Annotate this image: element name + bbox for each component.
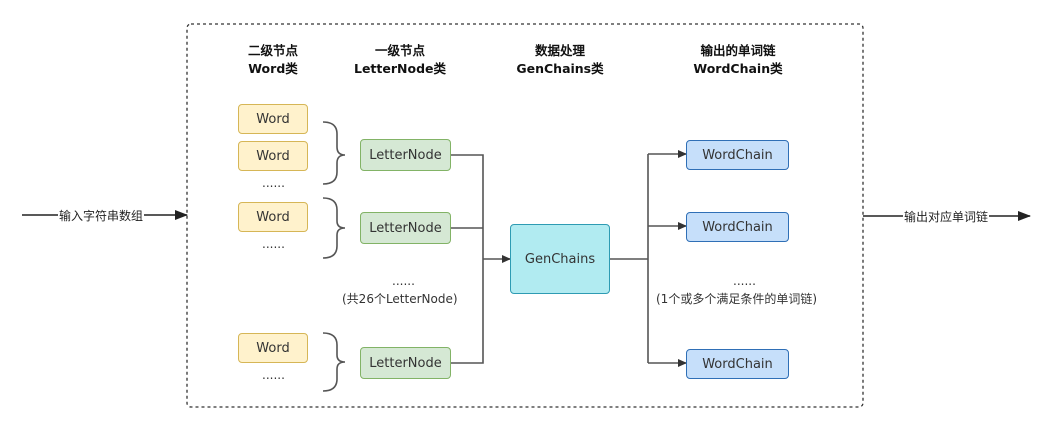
- header-word-line1: 二级节点: [247, 43, 298, 58]
- output-label: 输出对应单词链: [903, 208, 990, 225]
- wordchain-node-1: WordChain: [686, 140, 789, 170]
- brace-group-3: [322, 332, 346, 392]
- header-gen: 数据处理 GenChains类: [505, 42, 615, 78]
- header-gen-line2: GenChains类: [516, 61, 604, 76]
- letter-node-1: LetterNode: [360, 139, 451, 171]
- wordchain-node-2: WordChain: [686, 212, 789, 242]
- word-node-2: Word: [238, 141, 308, 171]
- word-node-4: Word: [238, 333, 308, 363]
- word-node-1: Word: [238, 104, 308, 134]
- connector-letter-3: [451, 259, 484, 364]
- chain-ellipsis: ......: [733, 274, 756, 288]
- brace-group-2: [322, 197, 346, 259]
- letter-node-2: LetterNode: [360, 212, 451, 244]
- header-letter-line2: LetterNode类: [353, 61, 446, 76]
- header-word: 二级节点 Word类: [233, 42, 313, 78]
- header-word-line2: Word类: [248, 61, 298, 76]
- header-chain-line2: WordChain类: [693, 61, 783, 76]
- header-gen-line1: 数据处理: [534, 43, 585, 58]
- word-ellipsis-2: ......: [262, 237, 285, 251]
- brace-group-1: [322, 121, 346, 185]
- wordchain-node-3: WordChain: [686, 349, 789, 379]
- letter-count-note: (共26个LetterNode): [342, 292, 458, 306]
- connector-letter-1: [451, 154, 484, 259]
- letter-ellipsis: ......: [392, 274, 415, 288]
- header-letter: 一级节点 LetterNode类: [345, 42, 455, 78]
- word-ellipsis-1: ......: [262, 176, 285, 190]
- input-label: 输入字符串数组: [58, 207, 145, 224]
- header-letter-line1: 一级节点: [374, 43, 425, 58]
- genchains-node: GenChains: [510, 224, 610, 294]
- header-chain-line1: 输出的单词链: [700, 43, 776, 58]
- letter-node-3: LetterNode: [360, 347, 451, 379]
- word-ellipsis-3: ......: [262, 368, 285, 382]
- chain-count-note: (1个或多个满足条件的单词链): [656, 292, 817, 306]
- header-chain: 输出的单词链 WordChain类: [678, 42, 798, 78]
- word-node-3: Word: [238, 202, 308, 232]
